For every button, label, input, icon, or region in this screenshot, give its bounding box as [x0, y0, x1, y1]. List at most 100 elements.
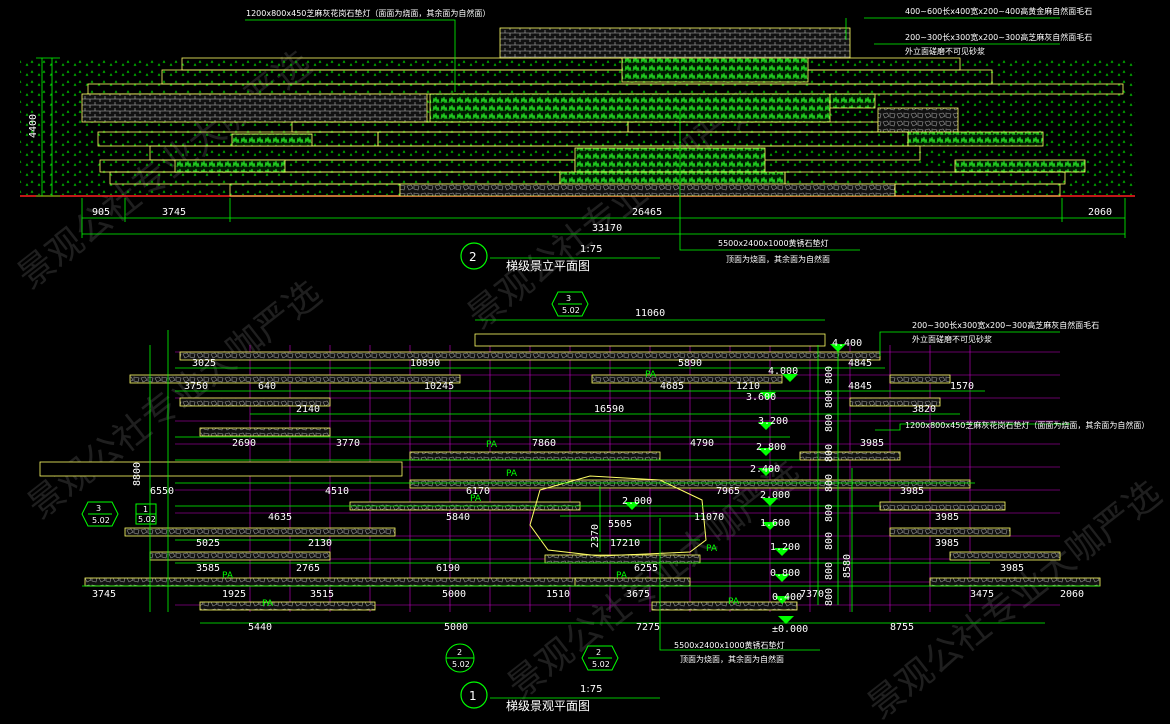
- plan-dim: 10245: [424, 381, 454, 392]
- plan-dim: 5890: [678, 358, 702, 369]
- plan-note-right-1: 200~300长x300宽x200~300高芝麻灰自然面毛石: [912, 320, 1099, 330]
- svg-text:PA: PA: [486, 440, 498, 450]
- section-mark: 1 5.02: [135, 503, 157, 525]
- svg-text:800: 800: [824, 366, 835, 384]
- section-mark: 2 5.02: [445, 643, 475, 673]
- svg-text:3.600: 3.600: [746, 392, 776, 403]
- level-marker: 2.400: [750, 464, 780, 476]
- svg-text:4.400: 4.400: [832, 338, 862, 349]
- svg-text:2.800: 2.800: [756, 442, 786, 453]
- svg-text:0.800: 0.800: [770, 568, 800, 579]
- svg-text:1: 1: [143, 505, 148, 514]
- svg-text:1.200: 1.200: [770, 542, 800, 553]
- plan-dim: 6255: [634, 563, 658, 574]
- plan-dim: 2060: [1060, 589, 1084, 600]
- level-marker: 0.400: [772, 592, 802, 604]
- elevation-bottom-dimensions: [81, 198, 1126, 238]
- section-mark: 3 5.02: [551, 291, 589, 317]
- plan-dim: 3985: [900, 486, 924, 497]
- plan-dim: 10890: [410, 358, 440, 369]
- level-marker: 4.000: [768, 366, 798, 382]
- plan-dim: 1210: [736, 381, 760, 392]
- central-boulder: [529, 475, 707, 557]
- watermark-text-5: 景观公社专业大咖严选: [860, 473, 1169, 724]
- elevation-drawing: 4400 905 3745 26465 2060 33170 1200x800x…: [20, 6, 1135, 273]
- plan-dim: 4685: [660, 381, 684, 392]
- plan-dim: 6550: [150, 486, 174, 497]
- plan-title-circle: [460, 681, 488, 709]
- svg-text:3: 3: [566, 294, 571, 303]
- svg-text:PA: PA: [222, 571, 234, 581]
- plan-dim: 16590: [594, 404, 624, 415]
- svg-text:800: 800: [824, 474, 835, 492]
- svg-text:2: 2: [596, 648, 601, 657]
- plan-step-strips: [39, 333, 1101, 611]
- plan-dim: 4635: [268, 512, 292, 523]
- svg-text:3: 3: [96, 504, 101, 513]
- plan-note-bottom-2: 顶面为烧面，其余面为自然面: [680, 654, 784, 664]
- plan-dim: 3985: [935, 512, 959, 523]
- elev-note-top-right-1: 400~600长x400宽x200~400高黄金麻自然面毛石: [905, 6, 1092, 16]
- svg-text:PA: PA: [645, 370, 657, 380]
- svg-text:800: 800: [824, 562, 835, 580]
- svg-text:2.400: 2.400: [750, 464, 780, 475]
- plan-dim: 2765: [296, 563, 320, 574]
- plan-dim: 4845: [848, 381, 872, 392]
- svg-text:1.600: 1.600: [760, 518, 790, 529]
- elev-note-top-left: 1200x800x450芝麻灰花岗石垫灯（面面为烧面，其余面为自然面）: [246, 8, 490, 18]
- svg-text:PA: PA: [728, 597, 740, 607]
- plan-dim: 5440: [248, 622, 272, 633]
- plan-dim: 7965: [716, 486, 740, 497]
- svg-text:800: 800: [824, 444, 835, 462]
- svg-text:5.02: 5.02: [92, 516, 110, 525]
- level-marker: 0.800: [770, 568, 800, 582]
- elevation-title-circle: [460, 242, 488, 270]
- elevation-title: 梯级景立平面图: [506, 258, 590, 273]
- level-marker: 2.800: [756, 442, 786, 456]
- section-mark: 2 5.02: [581, 645, 619, 671]
- plan-dim: 11070: [694, 512, 724, 523]
- svg-text:800: 800: [824, 414, 835, 432]
- plan-dim: 2140: [296, 404, 320, 415]
- plan-dim: 3820: [912, 404, 936, 415]
- svg-text:PA: PA: [470, 494, 482, 504]
- plan-dim: 3770: [336, 438, 360, 449]
- plan-dim: 2690: [232, 438, 256, 449]
- plan-dim: 5840: [446, 512, 470, 523]
- plan-drawing: 8800 11060 3025 10890 5890 4845 3750 640…: [39, 291, 1149, 713]
- plan-right-800-stack: 800 800 800 800 800 800 800 800 800: [824, 366, 835, 606]
- step-bands: [81, 27, 1124, 197]
- elevation-scale: 1:75: [580, 244, 602, 255]
- elev-note-top-right-3: 外立面磋磨不可见砂浆: [905, 46, 985, 56]
- elev-total-dim: 33170: [592, 223, 622, 234]
- plan-dimension-lines: [82, 319, 1100, 624]
- svg-text:800: 800: [824, 588, 835, 606]
- plan-left-height: 8800: [132, 462, 143, 486]
- svg-text:5.02: 5.02: [562, 306, 580, 315]
- plan-dim: 7275: [636, 622, 660, 633]
- plan-dim: 2370: [590, 524, 601, 548]
- svg-text:PA: PA: [616, 571, 628, 581]
- svg-text:0.400: 0.400: [772, 592, 802, 603]
- plan-pa-labels: PA PA PA PA PA PA PA PA PA: [222, 370, 740, 609]
- level-marker: ±0.000: [772, 616, 808, 635]
- plan-dim: 3475: [970, 589, 994, 600]
- level-marker: 2.000: [622, 496, 652, 510]
- elev-note-bottom-2: 顶面为烧面，其余面为自然面: [726, 254, 830, 264]
- svg-text:±0.000: ±0.000: [772, 624, 808, 635]
- svg-text:PA: PA: [706, 544, 718, 554]
- svg-text:5.02: 5.02: [452, 660, 470, 669]
- svg-text:4.000: 4.000: [768, 366, 798, 377]
- elevation-title-number: 2: [469, 250, 477, 264]
- plan-dim: 4510: [325, 486, 349, 497]
- plan-dim: 3745: [92, 589, 116, 600]
- plan-dim: 5000: [444, 622, 468, 633]
- plan-dim: 1570: [950, 381, 974, 392]
- plan-dim: 640: [258, 381, 276, 392]
- svg-text:2: 2: [457, 648, 462, 657]
- plan-dim: 3985: [860, 438, 884, 449]
- plan-dim: 1925: [222, 589, 246, 600]
- plan-dim: 2130: [308, 538, 332, 549]
- plan-level-markers: 4.400 4.000 3.600 3.200 2.800 2.400 2.00…: [622, 338, 862, 635]
